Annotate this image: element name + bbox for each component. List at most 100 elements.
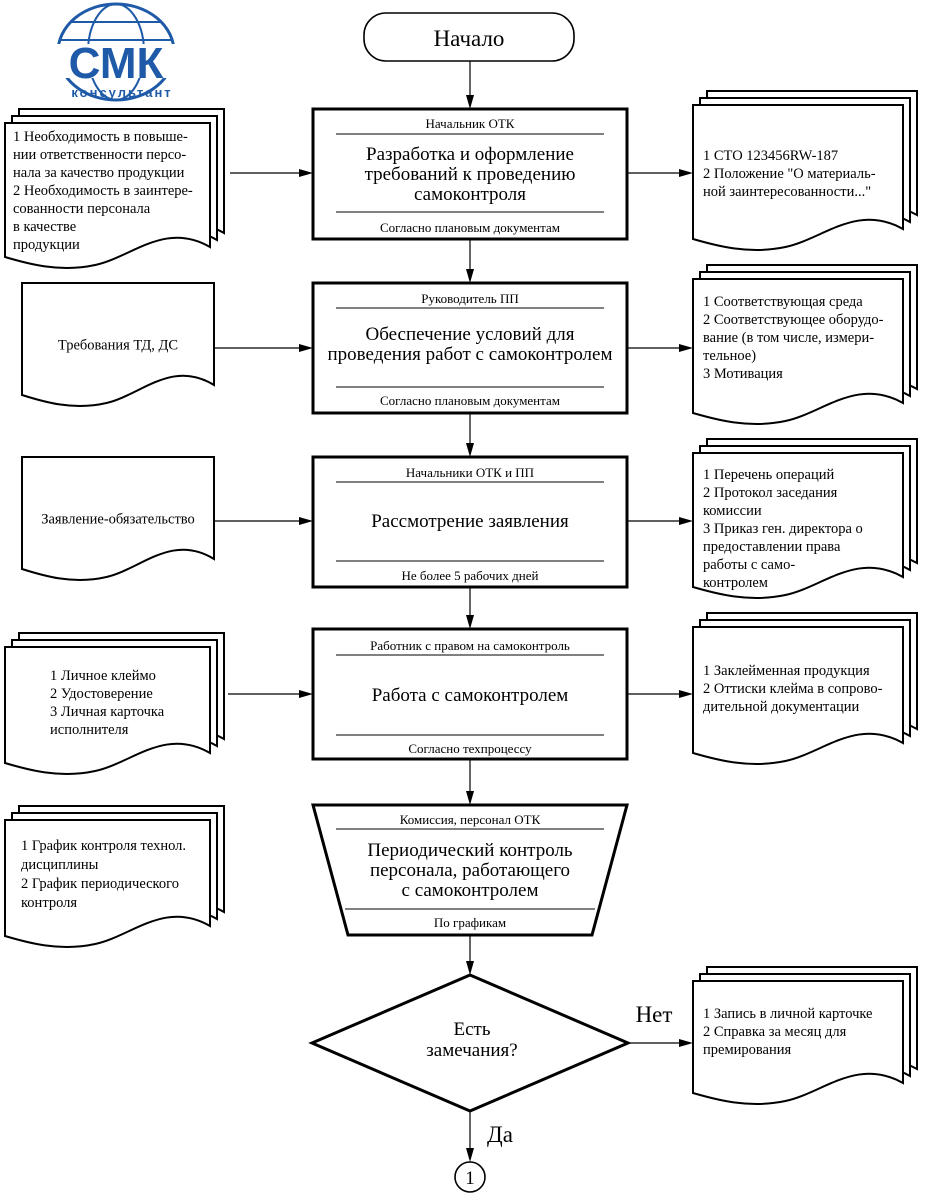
input-doc-3-line: Заявление-обязательство (41, 512, 195, 528)
output-doc-4-line: 2 Оттиски клейма в сопрово- (703, 681, 883, 697)
input-doc-1-line: 2 Необходимость в заинтере- (13, 183, 193, 199)
process-footer: Согласно техпроцессу (408, 741, 532, 756)
input-doc-4-line: 2 Удостоверение (50, 686, 153, 702)
decision-text: Есть (453, 1019, 490, 1040)
decision-yes-label: Да (487, 1122, 513, 1147)
input-doc-1-line: в качестве (13, 219, 76, 235)
logo-brand: СМК (69, 39, 164, 88)
start-terminator: Начало (363, 12, 575, 62)
process-role: Начальники ОТК и ПП (406, 465, 534, 480)
input-doc-2-line: Требования ТД, ДС (58, 338, 178, 354)
process-role: Комиссия, персонал ОТК (400, 812, 541, 827)
process-title-line: Рассмотрение заявления (371, 511, 569, 532)
process-title-line: Разработка и оформление (366, 144, 574, 165)
output-doc-1-line: 2 Положение "О материаль- (703, 166, 876, 182)
arrow-input-3 (214, 517, 313, 525)
process-step-3: Начальники ОТК и ПП Рассмотрение заявлени… (311, 455, 629, 589)
arrow-step-4-to-step-5 (466, 759, 474, 805)
process-title-line: Работа с самоконтролем (372, 685, 569, 706)
arrow-step-5-to-decision (466, 935, 474, 975)
arrow-decision-yes (466, 1111, 474, 1162)
output-doc-2-line: 3 Мотивация (703, 366, 783, 382)
output-doc-1-line: 1 СТО 123456RW-187 (703, 148, 838, 164)
output-doc-3: 1 Перечень операций 2 Протокол заседания к… (692, 438, 918, 599)
output-doc-1: 1 СТО 123456RW-187 2 Положение "О материа… (692, 90, 918, 251)
output-doc-2: 1 Соответствующая среда 2 Соответствующее… (692, 264, 918, 425)
output-doc-2-line: вание (в том числе, измери- (703, 330, 874, 346)
output-doc-3-line: 2 Протокол заседания (703, 485, 838, 501)
process-role: Руководитель ПП (421, 291, 519, 306)
input-doc-5-line: дисциплины (21, 857, 99, 873)
input-doc-4-line: 1 Личное клеймо (50, 668, 156, 684)
output-doc-3-line: 1 Перечень операций (703, 467, 834, 483)
input-doc-5-line: 1 График контроля технол. (21, 838, 186, 854)
input-doc-4-line: исполнителя (50, 722, 129, 738)
connector-1: 1 (454, 1161, 486, 1193)
output-doc-5: 1 Запись в личной карточке 2 Справка за м… (692, 966, 918, 1105)
input-doc-5-line: 2 График периодического (21, 876, 179, 892)
input-doc-5-line: контроля (21, 895, 77, 911)
input-doc-3: Заявление-обязательство (21, 456, 215, 581)
process-footer: Не более 5 рабочих дней (402, 568, 539, 583)
process-footer: Согласно плановым документам (380, 220, 560, 235)
output-doc-2-line: 1 Соответствующая среда (703, 294, 863, 310)
process-step-2: Руководитель ПП Обеспечение условий дляпр… (311, 281, 629, 415)
process-footer: По графикам (434, 915, 506, 930)
output-doc-3-line: комиссии (703, 503, 762, 519)
output-doc-3-line: контролем (703, 575, 768, 591)
arrow-step-2-to-step-3 (466, 413, 474, 457)
input-doc-5: 1 График контроля технол. дисциплины 2 Гра… (4, 805, 225, 948)
output-doc-2-line: тельное) (703, 348, 756, 364)
output-doc-4: 1 Заклейменная продукция 2 Оттиски клейма… (692, 612, 918, 765)
process-step-4: Работник с правом на самоконтрольРабота … (311, 627, 629, 761)
process-title-line: персонала, работающего (370, 860, 570, 881)
arrow-decision-no (628, 1039, 693, 1047)
process-title-line: самоконтроля (414, 184, 526, 205)
output-doc-3-line: 3 Приказ ген. директора о (703, 521, 863, 537)
process-role: Начальник ОТК (426, 116, 515, 131)
decision-text: замечания? (426, 1040, 517, 1061)
logo-subtitle: консультант (71, 85, 172, 100)
arrow-output-4 (627, 690, 693, 698)
arrow-input-4 (228, 690, 313, 698)
output-doc-4-line: 1 Заклейменная продукция (703, 663, 870, 679)
arrow-output-2 (627, 344, 693, 352)
input-doc-1-line: продукции (13, 237, 80, 253)
process-step-1: Начальник ОТК Разработка и оформлениетреб… (311, 107, 629, 241)
decision-no-label: Нет (636, 1002, 673, 1027)
output-doc-2-line: 2 Соответствующее оборудо- (703, 312, 884, 328)
documents-layer: 1 Необходимость в повыше-нии ответственн… (4, 90, 918, 1105)
process-title-line: Обеспечение условий для (366, 324, 575, 345)
arrow-start-to-step-1 (466, 61, 474, 109)
input-doc-2: Требования ТД, ДС (21, 282, 215, 407)
arrow-output-1 (627, 169, 693, 177)
input-doc-1-line: 1 Необходимость в повыше- (13, 129, 188, 145)
input-doc-4: 1 Личное клеймо 2 Удостоверение 3 Личная к… (4, 632, 225, 775)
output-doc-5-line: 2 Справка за месяц для (703, 1024, 847, 1040)
arrow-step-1-to-step-2 (466, 239, 474, 283)
output-doc-5-line: 1 Запись в личной карточке (703, 1006, 872, 1022)
arrow-input-2 (214, 344, 313, 352)
process-title-line: Периодический контроль (367, 840, 573, 861)
output-doc-3-line: предоставлении права (703, 539, 841, 555)
process-title-line: проведения работ с самоконтролем (328, 344, 613, 365)
process-step-5: Комиссия, персонал ОТК Периодический конт… (311, 803, 629, 937)
connector-label: 1 (465, 1168, 475, 1189)
process-title-line: с самоконтролем (402, 880, 539, 901)
output-doc-3-line: работы с само- (703, 557, 795, 573)
input-doc-1-line: нии ответственности персо- (13, 147, 186, 163)
output-doc-1-line: ной заинтересованности..." (703, 184, 871, 200)
input-doc-1: 1 Необходимость в повыше-нии ответственн… (4, 108, 225, 269)
arrow-output-3 (627, 517, 693, 525)
process-title-line: требований к проведению (365, 164, 576, 185)
input-doc-4-line: 3 Личная карточка (50, 704, 165, 720)
process-footer: Согласно плановым документам (380, 393, 560, 408)
start-label: Начало (434, 26, 505, 51)
arrow-input-1 (230, 169, 313, 177)
process-role: Работник с правом на самоконтроль (370, 638, 570, 653)
output-doc-4-line: дительной документации (703, 699, 860, 715)
